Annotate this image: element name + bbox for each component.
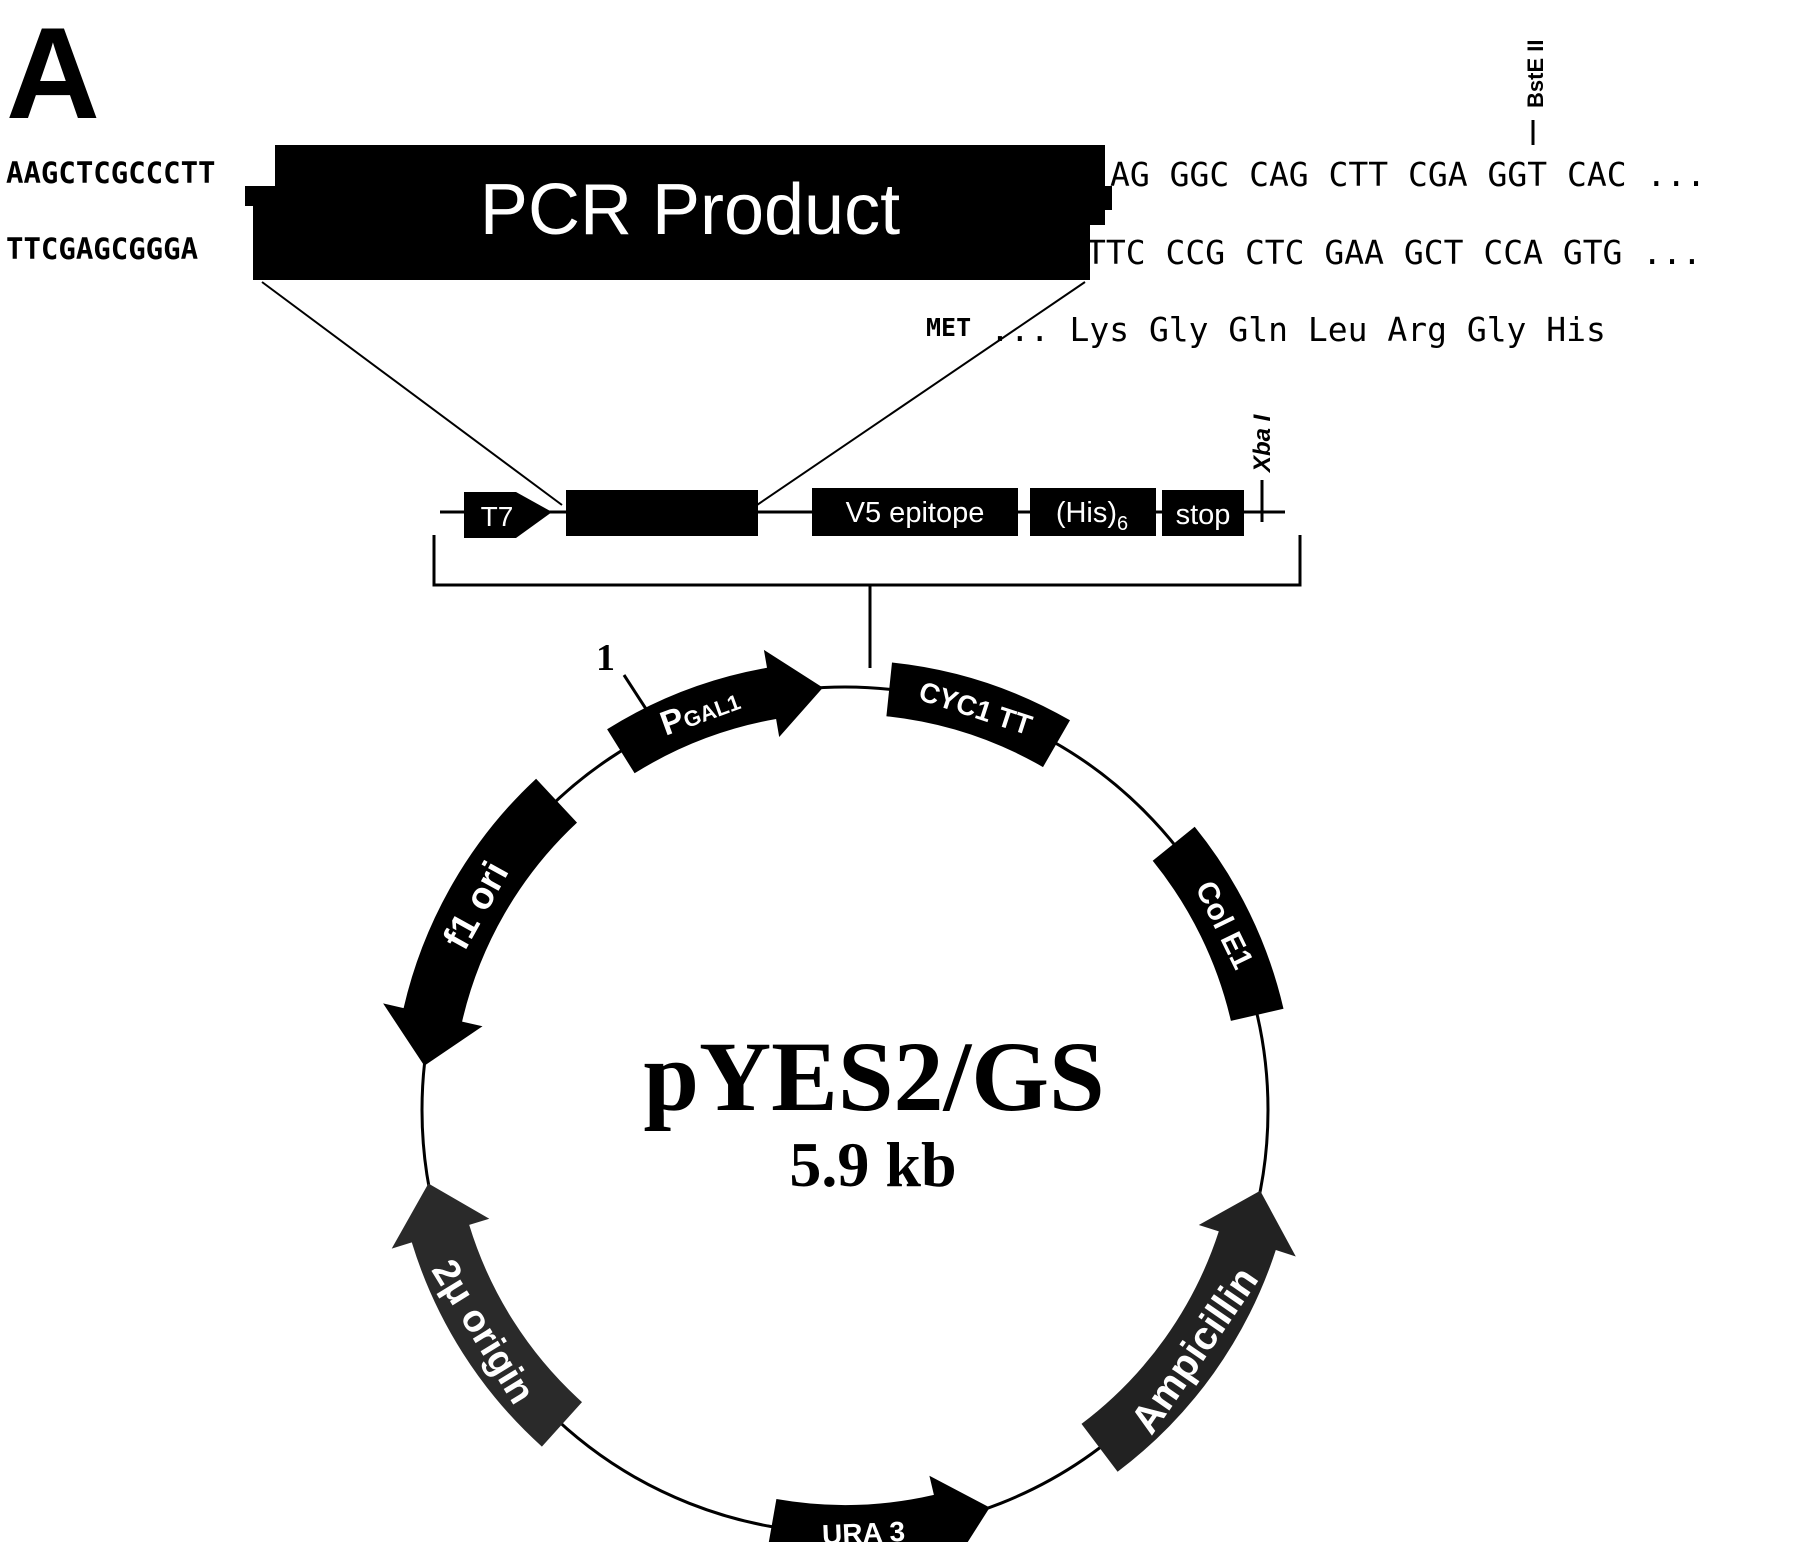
top-strand-right: AG GGC CAG CTT CGA GGT CAC ... [1110, 155, 1706, 194]
insert-expansion-line-right [756, 281, 1086, 506]
plasmid-size: 5.9 kb [789, 1129, 956, 1200]
cyc1-tt-arc [886, 662, 1070, 768]
v5-epitope-label: V5 epitope [846, 497, 985, 529]
his6-tag-text: (His) [1056, 497, 1117, 529]
stop-codon-label: stop [1176, 499, 1231, 531]
ura3-label: URA 3 [821, 1516, 905, 1542]
cole1-arc [1152, 826, 1284, 1021]
origin-marker-label: 1 [596, 637, 615, 679]
insert-expansion-line-left [261, 281, 563, 506]
bottom-strand-left: TTCGAGCGGGA [6, 232, 198, 266]
pcr-product-box-lower [253, 206, 1090, 280]
two-micron-origin-arc [391, 1183, 582, 1447]
v5-epitope-box [812, 488, 1018, 536]
xbai-site-label: Xba I [1249, 413, 1276, 474]
ampicillin-label: Ampicillin [1122, 1259, 1267, 1441]
his6-tag-label: (His)6 [1056, 497, 1128, 535]
pcr-product-label: PCR Product [480, 170, 900, 250]
bottom-strand-right: TTC CCG CTC GAA GCT CCA GTG ... [1086, 233, 1702, 272]
translation-start: MET [926, 313, 971, 342]
translation-rest: ... Lys Gly Gln Leu Arg Gly His [990, 310, 1606, 349]
ampicillin-arc [1081, 1190, 1296, 1472]
plasmid-name: pYES2/GS [643, 1021, 1104, 1132]
his6-tag-box [1030, 488, 1156, 536]
top-strand-left: AAGCTCGCCCTT [6, 156, 216, 190]
his6-tag-subscript: 6 [1117, 513, 1128, 535]
t7-promoter-arrow [464, 492, 552, 538]
bste2-site-label: BstE II [1523, 40, 1548, 108]
pgal1-arc [607, 649, 823, 774]
cassette-bracket [432, 535, 1302, 587]
pcr-product-box-top-left-tab [245, 186, 275, 206]
panel-label: A [6, 0, 100, 146]
t7-label: T7 [481, 501, 514, 532]
f1-ori-arc [383, 778, 577, 1066]
stop-codon-box [1162, 490, 1244, 536]
cassette-insert-block [566, 490, 758, 536]
origin-marker-tick [622, 674, 650, 713]
ura3-arc [768, 1475, 990, 1542]
